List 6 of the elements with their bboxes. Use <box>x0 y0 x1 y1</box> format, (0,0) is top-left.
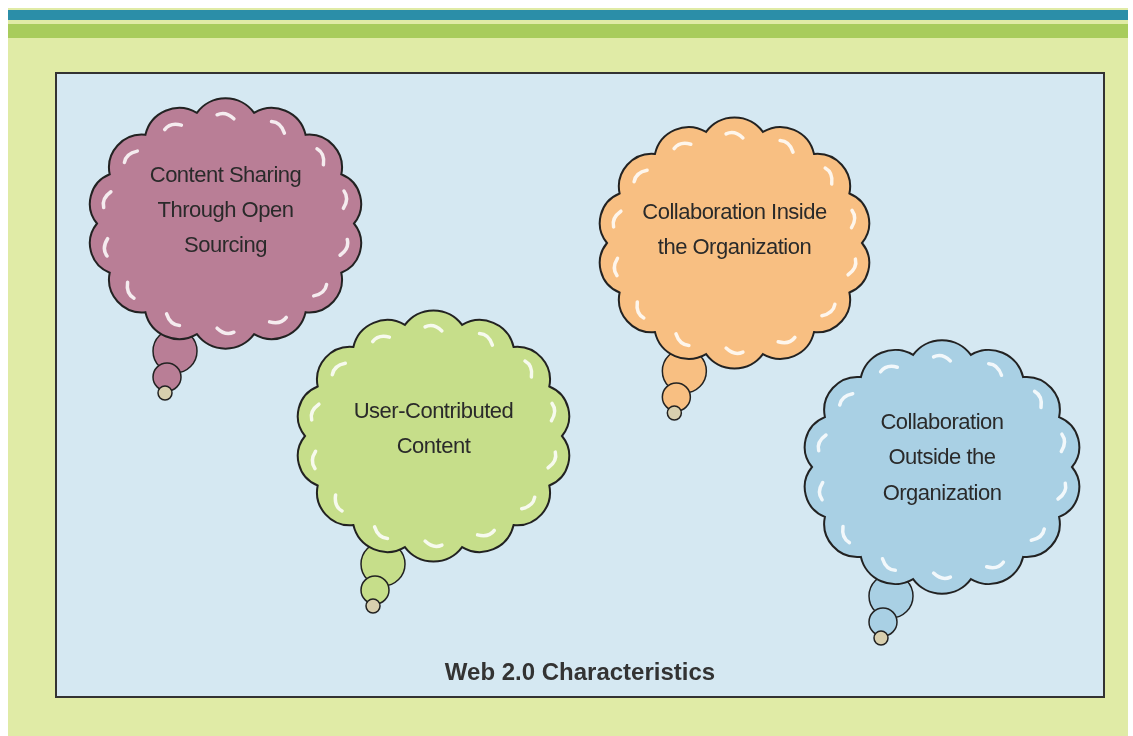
panel-label: Web 2.0 Characteristics <box>443 658 717 686</box>
cloud-label: Content Sharing Through Open Sourcing <box>148 160 303 260</box>
cloud-label: Collaboration Inside the Organization <box>641 197 828 261</box>
cloud-label: Collaboration Outside the Organization <box>879 408 1005 507</box>
cloud-label: User-Contributed Content <box>353 396 514 460</box>
panel <box>55 72 1105 698</box>
